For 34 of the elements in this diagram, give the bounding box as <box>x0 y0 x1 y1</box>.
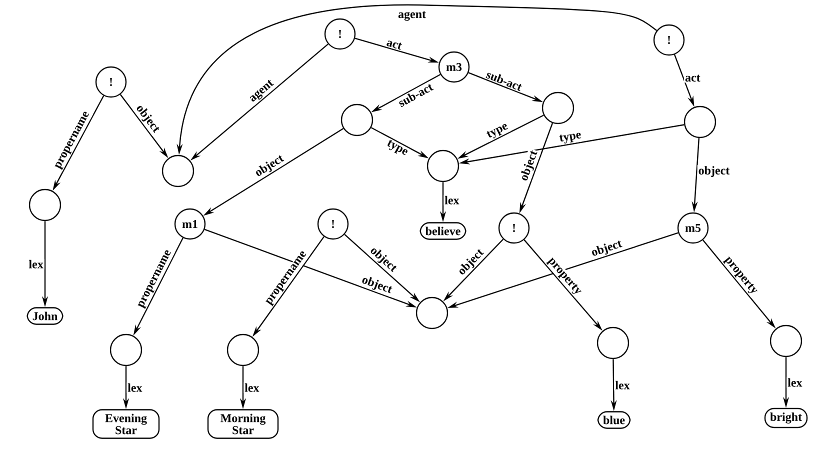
edge-label: lex <box>126 382 144 393</box>
word-box: blue <box>597 411 631 429</box>
word-box: believe <box>420 222 466 240</box>
edge-label: act <box>684 74 702 83</box>
edge-label: type <box>558 130 584 146</box>
edge-label: object <box>518 148 542 184</box>
empty-circle <box>596 326 630 360</box>
empty-circle <box>110 334 142 366</box>
empty-circle <box>226 334 260 366</box>
empty-circle <box>340 104 374 136</box>
edge-label: lex <box>444 194 460 206</box>
edge-label: object <box>697 165 731 178</box>
empty-circle <box>28 188 62 222</box>
word-box: bright <box>764 408 808 428</box>
edge-label: act <box>384 38 404 52</box>
edge-label: object <box>359 273 395 298</box>
empty-circle <box>770 324 802 358</box>
word-box: Morning Star <box>207 409 279 439</box>
empty-circle <box>542 92 574 124</box>
word-box: John <box>26 307 64 325</box>
empty-circle <box>416 296 448 330</box>
edge-label: lex <box>28 258 44 270</box>
edge-label: object <box>588 237 625 260</box>
empty-circle <box>684 106 716 138</box>
edge-label: sub-act <box>484 68 524 93</box>
edge-label: lex <box>786 377 804 388</box>
edge-label: lex <box>244 382 260 393</box>
word-box: Evening Star <box>92 409 160 439</box>
edge-label: lex <box>614 380 631 390</box>
edge-label: type <box>484 120 511 142</box>
edge-label: type <box>384 138 410 160</box>
empty-circle <box>162 154 194 188</box>
edge-label: agent <box>397 10 427 22</box>
empty-circle <box>426 150 460 182</box>
